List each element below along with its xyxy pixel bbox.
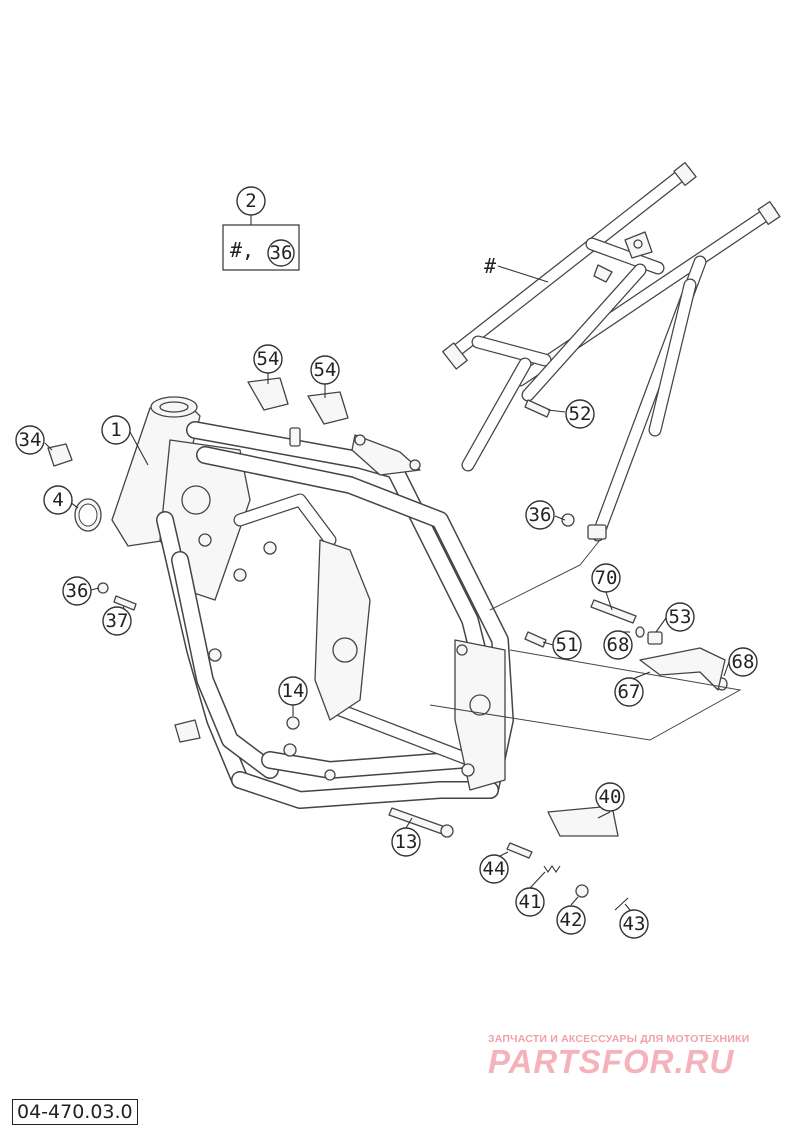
callout-label: 1 xyxy=(110,419,121,441)
drawing-number: 04-470.03.0 xyxy=(12,1099,138,1125)
callout-42: 42 xyxy=(556,905,586,935)
callout-label: 42 xyxy=(560,909,583,931)
callout-label: 36 xyxy=(270,242,293,264)
callout-2: 2 xyxy=(236,186,266,216)
callout-label: 13 xyxy=(395,831,418,853)
callout-4: 4 xyxy=(43,485,73,515)
callout-37: 37 xyxy=(102,606,132,636)
callout-markers: 2 36 54 54 34 1 4 52 36 36 37 70 xyxy=(15,186,758,939)
callout-label: 68 xyxy=(607,634,630,656)
callout-36-top: 36 xyxy=(267,239,295,267)
callout-label: 44 xyxy=(483,858,506,880)
callout-36-sub: 36 xyxy=(525,500,555,530)
callout-36-left: 36 xyxy=(62,576,92,606)
watermark-logo: PARTSFOR.RU xyxy=(488,1043,735,1080)
callout-53: 53 xyxy=(665,602,695,632)
callout-40: 40 xyxy=(595,782,625,812)
watermark: ЗАПЧАСТИ И АКСЕССУАРЫ ДЛЯ МОТОТЕХНИКИ PA… xyxy=(488,1033,788,1081)
callout-label: 41 xyxy=(519,891,542,913)
callout-label: 36 xyxy=(529,504,552,526)
callout-1: 1 xyxy=(101,415,131,445)
callout-label: 36 xyxy=(66,580,89,602)
small-parts xyxy=(47,377,742,911)
callout-54-a: 54 xyxy=(253,344,283,374)
subframe-hash-marker: # xyxy=(484,254,496,278)
callout-label: 53 xyxy=(669,606,692,628)
callout-13: 13 xyxy=(391,827,421,857)
subframe-drawing xyxy=(442,161,781,542)
kit-hash-label: #, xyxy=(230,238,254,262)
callout-34: 34 xyxy=(15,425,45,455)
main-frame-drawing xyxy=(111,396,514,809)
callout-51: 51 xyxy=(552,630,582,660)
callout-label: 14 xyxy=(282,680,305,702)
callout-68-b: 68 xyxy=(728,647,758,677)
callout-label: 2 xyxy=(245,190,256,212)
callout-41: 41 xyxy=(515,887,545,917)
callout-label: 67 xyxy=(618,681,641,703)
callout-label: 68 xyxy=(732,651,755,673)
callout-label: 34 xyxy=(19,429,42,451)
callout-label: 70 xyxy=(595,567,618,589)
callout-52: 52 xyxy=(565,399,595,429)
callout-70: 70 xyxy=(591,563,621,593)
callout-label: 43 xyxy=(623,913,646,935)
callout-label: 37 xyxy=(106,610,129,632)
callout-67: 67 xyxy=(614,677,644,707)
callout-label: 54 xyxy=(314,359,337,381)
callout-label: 52 xyxy=(569,403,592,425)
callout-label: 4 xyxy=(52,489,63,511)
callout-label: 54 xyxy=(257,348,280,370)
callout-44: 44 xyxy=(479,854,509,884)
callout-14: 14 xyxy=(278,676,308,706)
callout-54-b: 54 xyxy=(310,355,340,385)
watermark-tagline: ЗАПЧАСТИ И АКСЕССУАРЫ ДЛЯ МОТОТЕХНИКИ xyxy=(488,1033,750,1045)
callout-68-a: 68 xyxy=(603,630,633,660)
callout-label: 40 xyxy=(599,786,622,808)
callout-label: 51 xyxy=(556,634,579,656)
callout-43: 43 xyxy=(619,909,649,939)
